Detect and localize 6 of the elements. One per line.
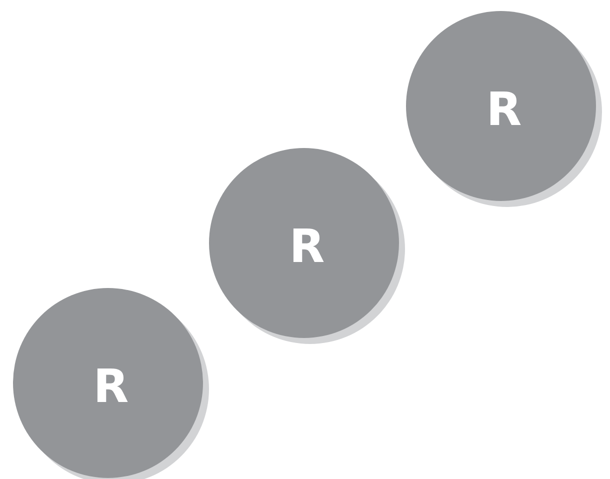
node-label: R	[289, 223, 325, 269]
circle-node	[12, 287, 210, 479]
node-label: R	[486, 86, 522, 132]
circle-node	[208, 147, 406, 345]
circle-node	[405, 10, 603, 208]
node-label: R	[93, 363, 129, 409]
